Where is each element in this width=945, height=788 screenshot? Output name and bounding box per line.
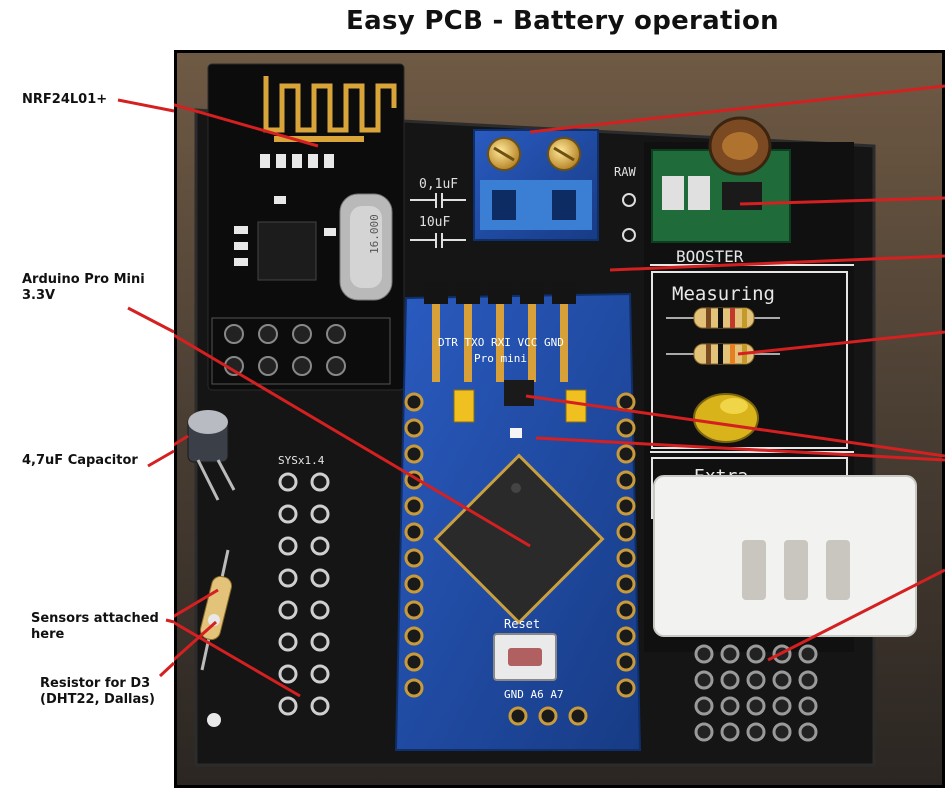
electrolytic-capacitor — [187, 410, 236, 501]
pro-mini-label: Pro mini — [474, 352, 527, 365]
reset-label: Reset — [504, 617, 540, 631]
pcb-photo: Measuring Extra 0,1uF 10uF RAW 16.000 — [174, 50, 945, 788]
measuring-components — [666, 307, 780, 443]
booster-module: BOOSTER — [651, 116, 791, 266]
resistor-label: Resistor for D3 (DHT22, Dallas) — [40, 676, 155, 708]
measuring-label: Measuring — [672, 283, 775, 305]
nrf24-module: 16.000 — [207, 63, 405, 391]
leader-lines-inside — [174, 84, 945, 698]
d3-resistor — [199, 549, 233, 671]
cap1-label: 0,1uF — [419, 177, 458, 192]
resistor-label-line1: Resistor for D3 — [40, 676, 151, 691]
sensors-label-line1: Sensors attached — [31, 611, 159, 626]
booster-label: BOOSTER — [676, 247, 744, 266]
top-pins-label: DTR TXO RXI VCC GND — [438, 336, 564, 349]
dht-sensor — [653, 475, 917, 637]
arduino-label-line2: 3.3V — [22, 288, 56, 303]
crystal-label: 16.000 — [368, 214, 381, 254]
page-title: Easy PCB - Battery operation — [346, 6, 779, 36]
nrf-label: NRF24L01+ — [22, 92, 108, 107]
sensors-label-line2: here — [31, 627, 65, 642]
raw-label: RAW — [614, 165, 636, 179]
arduino-label: Arduino Pro Mini 3.3V — [22, 272, 145, 304]
arduino-pro-mini: DTR TXO RXI VCC GND Pro mini Reset GND A… — [394, 282, 642, 751]
sensors-label: Sensors attached here — [31, 611, 159, 643]
sensor-header: SYSx1.4 — [278, 454, 330, 716]
arduino-label-line1: Arduino Pro Mini — [22, 272, 145, 287]
cap2-label: 10uF — [419, 215, 450, 230]
extra-holes — [694, 644, 818, 742]
capacitor-label: 4,7uF Capacitor — [22, 453, 138, 468]
screw-terminal — [473, 129, 599, 241]
bottom-pins-label: GND A6 A7 — [504, 688, 564, 701]
sysx-label: SYSx1.4 — [278, 454, 325, 467]
resistor-label-line2: (DHT22, Dallas) — [40, 692, 155, 707]
